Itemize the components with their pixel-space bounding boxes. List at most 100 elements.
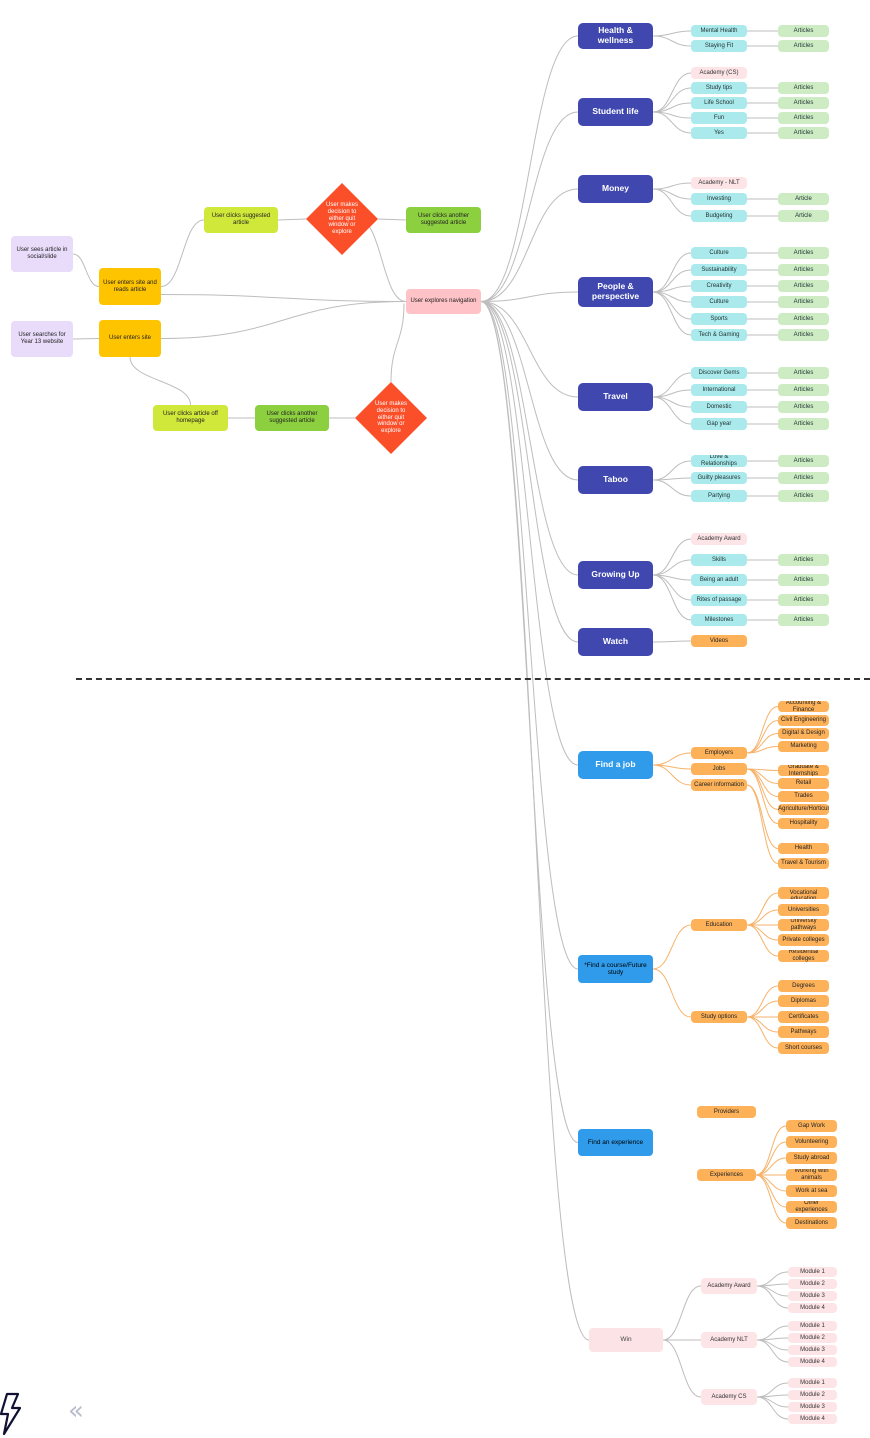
subcategory-academy-award[interactable]: Academy Award	[691, 533, 747, 545]
win-academy-award[interactable]: Academy Award	[701, 1278, 757, 1294]
subcategory-academy-nlt[interactable]: Academy - NLT	[691, 177, 747, 189]
explores-navigation-node[interactable]: User explores navigation	[406, 289, 481, 314]
module-item[interactable]: Module 4	[788, 1414, 837, 1424]
subcategory-gap-year[interactable]: Gap year	[691, 418, 747, 430]
subcategory-tech-gaming[interactable]: Tech & Gaming	[691, 329, 747, 341]
module-item[interactable]: Module 4	[788, 1303, 837, 1313]
subcategory-life-school[interactable]: Life School	[691, 97, 747, 109]
subcategory-milestones[interactable]: Milestones	[691, 614, 747, 626]
job-employers[interactable]: Employers	[691, 747, 747, 759]
articles-leaf[interactable]: Articles	[778, 384, 829, 396]
module-item[interactable]: Module 2	[788, 1390, 837, 1400]
subcategory-sports[interactable]: Sports	[691, 313, 747, 325]
experience-leaf-working-with-animals[interactable]: Working with animals	[786, 1169, 837, 1181]
category-people-perspective[interactable]: People & perspective	[578, 277, 653, 307]
module-item[interactable]: Module 2	[788, 1333, 837, 1343]
articles-leaf[interactable]: Articles	[778, 554, 829, 566]
course-study-options[interactable]: Study options	[691, 1011, 747, 1023]
articles-leaf[interactable]: Articles	[778, 127, 829, 139]
subcategory-fun[interactable]: Fun	[691, 112, 747, 124]
articles-leaf[interactable]: Articles	[778, 313, 829, 325]
experience-leaf-work-at-sea[interactable]: Work at sea	[786, 1185, 837, 1197]
articles-leaf[interactable]: Articles	[778, 574, 829, 586]
experience-leaf-other-experiences[interactable]: Other experiences	[786, 1201, 837, 1213]
articles-leaf[interactable]: Articles	[778, 112, 829, 124]
experience-providers[interactable]: Providers	[697, 1106, 756, 1118]
category-health-wellness[interactable]: Health & wellness	[578, 23, 653, 49]
job-jobs[interactable]: Jobs	[691, 763, 747, 775]
education-leaf-university-pathways[interactable]: University pathways	[778, 919, 829, 931]
subcategory-study-tips[interactable]: Study tips	[691, 82, 747, 94]
study-leaf-pathways[interactable]: Pathways	[778, 1026, 829, 1038]
category-money[interactable]: Money	[578, 175, 653, 203]
articles-leaf[interactable]: Articles	[778, 97, 829, 109]
bolt-icon[interactable]	[0, 1392, 22, 1436]
education-leaf-residential-colleges[interactable]: Residential colleges	[778, 950, 829, 962]
module-item[interactable]: Module 3	[788, 1402, 837, 1412]
experience-leaf-destinations[interactable]: Destinations	[786, 1217, 837, 1229]
articles-leaf[interactable]: Article	[778, 210, 829, 222]
win-academy-cs[interactable]: Academy CS	[701, 1389, 757, 1405]
study-leaf-degrees[interactable]: Degrees	[778, 980, 829, 992]
articles-leaf[interactable]: Articles	[778, 264, 829, 276]
articles-leaf[interactable]: Articles	[778, 401, 829, 413]
course-education[interactable]: Education	[691, 919, 747, 931]
subcategory-rites-of-passage[interactable]: Rites of passage	[691, 594, 747, 606]
module-item[interactable]: Module 3	[788, 1291, 837, 1301]
module-item[interactable]: Module 1	[788, 1267, 837, 1277]
section-find-an-experience[interactable]: Find an experience	[578, 1129, 653, 1156]
subcategory-budgeting[interactable]: Budgeting	[691, 210, 747, 222]
subcategory-international[interactable]: International	[691, 384, 747, 396]
articles-leaf[interactable]: Articles	[778, 25, 829, 37]
subcategory-discover-gems[interactable]: Discover Gems	[691, 367, 747, 379]
study-leaf-short-courses[interactable]: Short courses	[778, 1042, 829, 1054]
module-item[interactable]: Module 3	[788, 1345, 837, 1355]
education-leaf-universities[interactable]: Universities	[778, 904, 829, 916]
category-watch[interactable]: Watch	[578, 628, 653, 656]
articles-leaf[interactable]: Articles	[778, 455, 829, 467]
articles-leaf[interactable]: Article	[778, 193, 829, 205]
articles-leaf[interactable]: Articles	[778, 296, 829, 308]
job-career-information[interactable]: Career information	[691, 779, 747, 791]
module-item[interactable]: Module 1	[788, 1378, 837, 1388]
clicks-another-node-2[interactable]: User clicks another suggested article	[255, 405, 329, 431]
articles-leaf[interactable]: Articles	[778, 472, 829, 484]
articles-leaf[interactable]: Articles	[778, 280, 829, 292]
subcategory-yes[interactable]: Yes	[691, 127, 747, 139]
study-leaf-diplomas[interactable]: Diplomas	[778, 995, 829, 1007]
section-find-a-course[interactable]: *Find a course/Future study	[578, 955, 653, 983]
job-leaf-digital-design[interactable]: Digital & Design	[778, 728, 829, 739]
articles-leaf[interactable]: Articles	[778, 329, 829, 341]
experience-leaf-study-abroad[interactable]: Study abroad	[786, 1152, 837, 1164]
subcategory-love-relationships[interactable]: Love & Relationships	[691, 455, 747, 467]
articles-leaf[interactable]: Articles	[778, 594, 829, 606]
double-chevron-left-icon[interactable]: «	[68, 1396, 84, 1426]
module-item[interactable]: Module 4	[788, 1357, 837, 1367]
experience-leaf-volunteering[interactable]: Volunteering	[786, 1136, 837, 1148]
education-leaf-private-colleges[interactable]: Private colleges	[778, 934, 829, 946]
articles-leaf[interactable]: Articles	[778, 490, 829, 502]
job-leaf-travel-tourism[interactable]: Travel & Tourism	[778, 858, 829, 869]
category-student-life[interactable]: Student life	[578, 98, 653, 126]
job-leaf-marketing[interactable]: Marketing	[778, 741, 829, 752]
section-win[interactable]: Win	[589, 1328, 663, 1352]
job-leaf-health[interactable]: Health	[778, 843, 829, 854]
category-taboo[interactable]: Taboo	[578, 466, 653, 494]
subcategory-being-an-adult[interactable]: Being an adult	[691, 574, 747, 586]
decision-node-2[interactable]: User makes decision to either quit windo…	[355, 382, 427, 454]
module-item[interactable]: Module 2	[788, 1279, 837, 1289]
subcategory-staying-fit[interactable]: Staying Fit	[691, 40, 747, 52]
subcategory-videos[interactable]: Videos	[691, 635, 747, 647]
enter-article-node[interactable]: User enters site and reads article	[99, 268, 161, 305]
enter-site-node[interactable]: User enters site	[99, 320, 161, 357]
subcategory-mental-health[interactable]: Mental Health	[691, 25, 747, 37]
subcategory-partying[interactable]: Partying	[691, 490, 747, 502]
experience-leaf-gap-work[interactable]: Gap Work	[786, 1120, 837, 1132]
subcategory-academy-cs[interactable]: Academy (CS)	[691, 67, 747, 79]
win-academy-nlt[interactable]: Academy NLT	[701, 1332, 757, 1348]
articles-leaf[interactable]: Articles	[778, 614, 829, 626]
category-growing-up[interactable]: Growing Up	[578, 561, 653, 589]
section-find-a-job[interactable]: Find a job	[578, 751, 653, 779]
start-search-node[interactable]: User searches for Year 13 website	[11, 321, 73, 357]
subcategory-creativity[interactable]: Creativity	[691, 280, 747, 292]
